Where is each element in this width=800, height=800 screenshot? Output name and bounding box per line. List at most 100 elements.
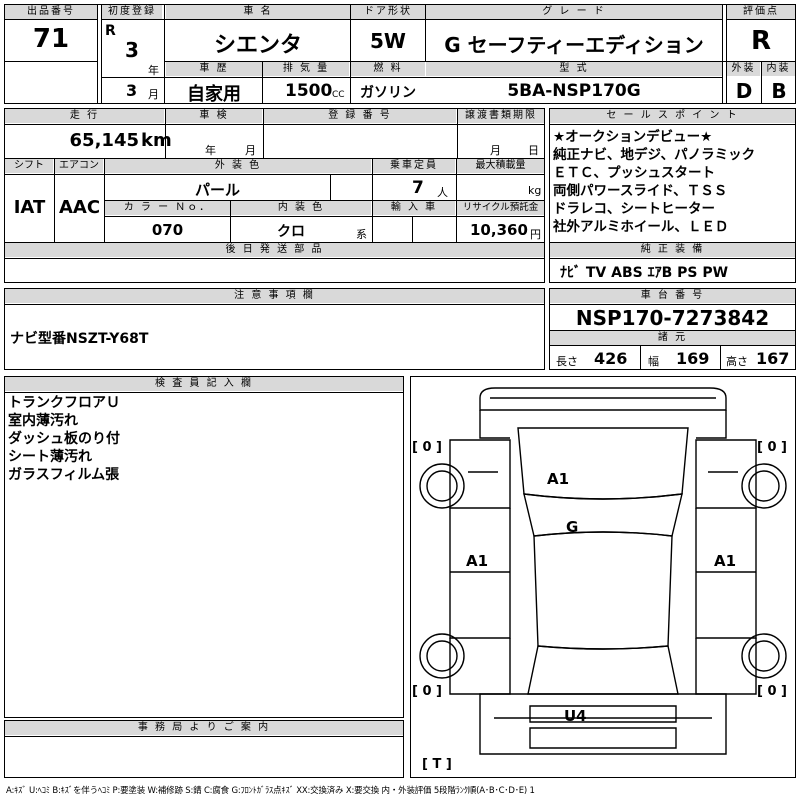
notes-label: 注 意 事 項 欄	[5, 289, 544, 303]
insp-year-unit: 年	[205, 144, 216, 157]
inspector-line: ガラスフィルム張	[8, 467, 120, 483]
car-name: シエンタ	[213, 33, 302, 58]
score-label: 評価点	[727, 5, 795, 19]
model-code: 5BA-NSP170G	[507, 81, 641, 101]
transfer-label: 譲渡書類期限	[458, 109, 544, 123]
max-load-label: 最大積載量	[457, 159, 544, 173]
max-load-unit: kg	[528, 184, 542, 197]
int-color-label: 内 装 色	[231, 201, 371, 215]
month-unit: 月	[148, 88, 159, 101]
int-label: 内装	[762, 62, 795, 76]
width-label: 幅	[648, 355, 659, 368]
capacity: 7	[412, 178, 424, 198]
sales-line: ★オークションデビュー★	[553, 129, 713, 145]
door-label: ドア形状	[351, 5, 425, 19]
shift-label: シフト	[5, 159, 53, 173]
sales-line: ＥＴＣ、プッシュスタート	[553, 165, 715, 181]
score: R	[750, 26, 772, 56]
tire-front-right: [ 0 ]	[757, 440, 787, 455]
displacement-unit: CC	[332, 90, 345, 100]
office-label: 事 務 局 よ り ご 案 内	[5, 721, 403, 735]
int-color-unit: 系	[356, 228, 367, 241]
grade-label: グ レ ー ド	[426, 5, 722, 19]
inspector-line: 室内薄汚れ	[8, 413, 78, 429]
office-section	[4, 720, 404, 778]
ext-label: 外装	[727, 62, 760, 76]
import-label: 輸 入 車	[373, 201, 455, 215]
inspector-line: シート薄汚れ	[8, 449, 92, 465]
ac: AAC	[58, 197, 101, 218]
top-section	[4, 4, 796, 104]
chassis-number: NSP170-7273842	[575, 306, 770, 330]
fuel: ガソリン	[360, 85, 416, 101]
era: R	[105, 23, 116, 39]
notes-section	[4, 288, 545, 370]
height-label: 高さ	[726, 355, 748, 368]
sales-line: 社外アルミホイール、ＬＥＤ	[553, 219, 729, 235]
capacity-unit: 人	[437, 186, 448, 199]
color-label: 外 装 色	[105, 159, 371, 173]
lot-number: 71	[32, 24, 70, 54]
door-type: 5W	[370, 29, 406, 53]
mileage-label: 走 行	[5, 109, 164, 123]
car-diagram-svg	[419, 387, 787, 755]
history: 自家用	[187, 84, 241, 105]
fuel-label: 燃 料	[351, 62, 425, 76]
capacity-label: 乗車定員	[373, 159, 455, 173]
inspector-line: ダッシュ板のり付	[8, 431, 120, 447]
chassis-label: 車 台 番 号	[550, 289, 795, 303]
ext-grade: D	[735, 79, 753, 103]
transfer-month-unit: 月	[490, 144, 501, 157]
details-section	[4, 108, 545, 283]
mileage: 65,145	[69, 130, 139, 151]
name-label: 車 名	[166, 5, 350, 19]
insp-month-unit: 月	[245, 144, 256, 157]
reg-month: 3	[126, 81, 138, 100]
tire-rear-left: [ 0 ]	[412, 684, 442, 699]
height: 167	[756, 349, 790, 368]
sales-line: ドラレコ、シートヒーター	[553, 201, 715, 217]
inspector-notes: トランクフロアＵ 室内薄汚れ ダッシュ板のり付 シート薄汚れ ガラスフィルム張	[8, 394, 120, 484]
standard-equipment: ﾅﾋﾞ TV ABS ｴｱB PS PW	[560, 265, 729, 281]
int-color: クロ	[277, 224, 305, 240]
recycle-fee: 10,360	[470, 221, 528, 239]
lot-no-label: 出品番号	[5, 5, 97, 19]
shift: IAT	[13, 197, 46, 218]
inspector-section	[4, 376, 404, 718]
inspector-line: トランクフロアＵ	[8, 395, 120, 411]
ac-label: エアコン	[55, 159, 103, 173]
legend: A:ｷｽﾞ U:ﾍｺﾐ B:ｷｽﾞを伴うﾍｺﾐ P:要塗装 W:補修跡 S:錆 …	[6, 786, 535, 796]
tire-rear-right: [ 0 ]	[757, 684, 787, 699]
notes-text: ナビ型番NSZT-Y68T	[10, 331, 149, 347]
sales-line: 両側パワースライド、ＴＳＳ	[553, 183, 728, 199]
color-no-label: カ ラ ー Ｎｏ．	[105, 201, 230, 215]
recycle-label: リサイクル預託金	[457, 201, 544, 215]
damage-diagram	[410, 376, 796, 778]
spec-label: 諸 元	[550, 331, 795, 345]
model-label: 型 式	[426, 62, 722, 76]
length: 426	[594, 349, 628, 368]
damage-mark-rear: U4	[564, 707, 587, 725]
damage-mark-glass: G	[566, 518, 579, 536]
reg-no-label: 登 録 番 号	[264, 109, 456, 123]
damage-mark-left: A1	[466, 552, 489, 570]
transfer-day-unit: 日	[528, 144, 539, 157]
sales-points-list: ★オークションデビュー★ 純正ナビ、地デジ、パノラミック ＥＴＣ、プッシュスター…	[553, 128, 755, 236]
chassis-section	[549, 288, 796, 370]
sales-label: セ ー ル ス ポ イ ン ト	[550, 109, 795, 123]
displacement: 1500	[285, 81, 333, 101]
parts-label: 後 日 発 送 部 品	[5, 243, 544, 257]
width: 169	[676, 349, 710, 368]
history-label: 車 歴	[166, 62, 262, 76]
mileage-unit: km	[141, 130, 172, 151]
sales-point-section	[549, 108, 796, 283]
damage-mark-right: A1	[714, 552, 737, 570]
tire-front-left: [ 0 ]	[412, 440, 442, 455]
reg-year: 3	[125, 38, 139, 62]
first-reg-label: 初度登録	[102, 5, 162, 19]
spare-tire: [ T ]	[422, 757, 452, 772]
recycle-unit: 円	[530, 228, 541, 241]
color-no: 070	[151, 221, 184, 239]
inspection-label: 車 検	[166, 109, 262, 123]
inspector-label: 検 査 員 記 入 欄	[5, 377, 403, 391]
